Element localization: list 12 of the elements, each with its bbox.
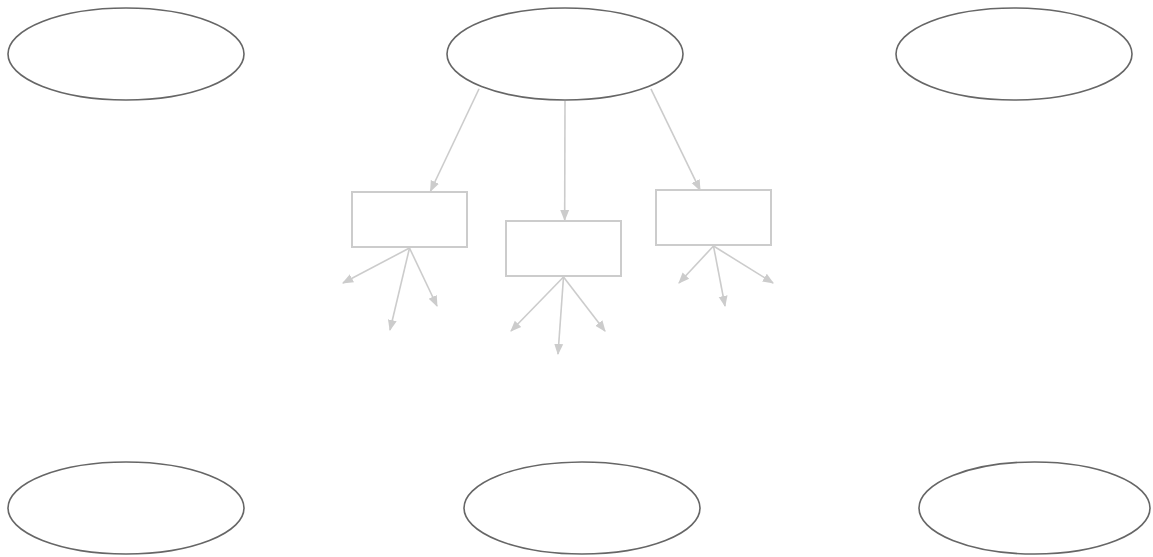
arrow — [429, 88, 480, 192]
arrow — [554, 276, 565, 356]
arrow — [560, 100, 570, 222]
arrow — [712, 245, 774, 284]
arrow — [712, 245, 728, 308]
arrow — [678, 245, 715, 284]
arrow — [510, 276, 565, 332]
arrow — [342, 247, 411, 284]
arrow — [650, 88, 701, 192]
arrow — [562, 276, 606, 332]
arrow — [408, 247, 438, 307]
arrow — [387, 247, 411, 332]
